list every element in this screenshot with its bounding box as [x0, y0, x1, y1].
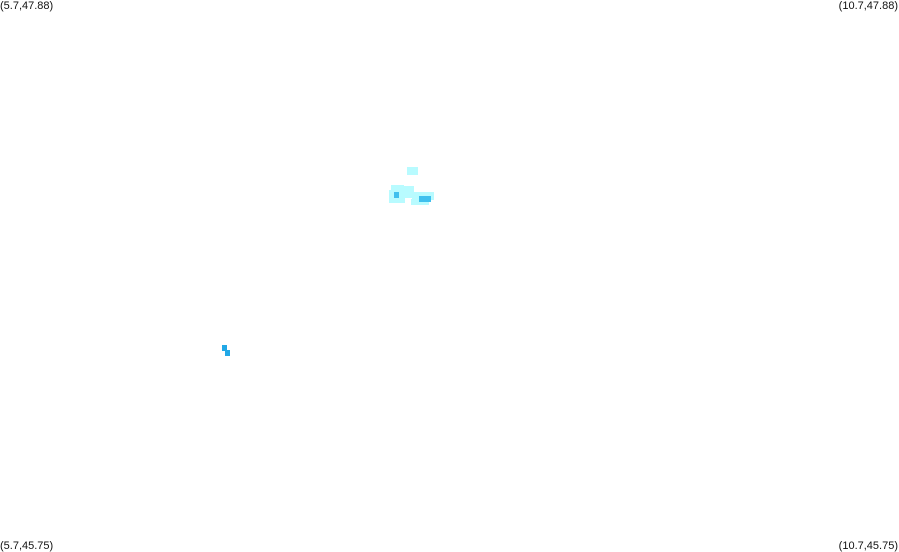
- corner-label-bottom-left: (5.7,45.75): [0, 540, 54, 552]
- water-cell-dense: [394, 192, 399, 198]
- water-cell-dense: [225, 350, 230, 356]
- corner-label-top-right: (10.7,47.88): [838, 0, 898, 12]
- water-cell: [411, 199, 429, 205]
- corner-label-top-left: (5.7,47.88): [0, 0, 54, 12]
- water-cell-dense: [419, 196, 431, 202]
- water-cell: [407, 167, 418, 175]
- water-cell-dense: [222, 345, 227, 351]
- corner-label-bottom-right: (10.7,45.75): [838, 540, 898, 552]
- water-cell: [391, 185, 404, 191]
- water-cell: [404, 186, 414, 198]
